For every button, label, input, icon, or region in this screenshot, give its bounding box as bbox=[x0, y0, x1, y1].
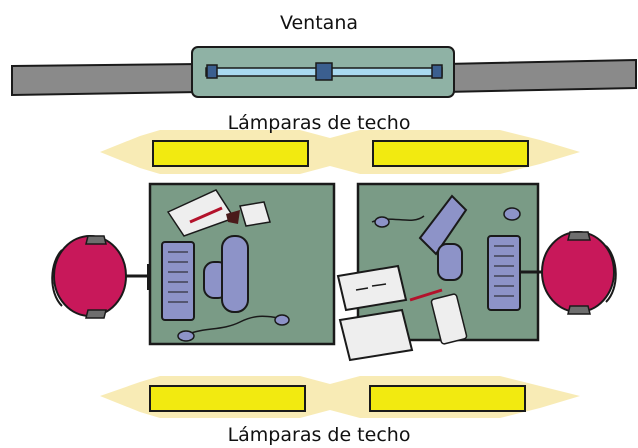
desk-left bbox=[148, 182, 336, 346]
mouse bbox=[274, 314, 290, 326]
window bbox=[191, 46, 455, 98]
desk-right bbox=[336, 182, 540, 362]
chair-left bbox=[51, 235, 149, 319]
keyboard bbox=[487, 235, 521, 311]
papers bbox=[166, 189, 271, 237]
ceiling-lamps-bottom bbox=[100, 376, 580, 418]
window-label: Ventana bbox=[279, 12, 359, 34]
chair-right bbox=[520, 231, 617, 315]
phone bbox=[203, 235, 249, 313]
lamp-top-right bbox=[372, 140, 529, 167]
laptop bbox=[336, 264, 414, 362]
lamp-bottom-left bbox=[149, 385, 306, 412]
lamp-bottom-right bbox=[369, 385, 526, 412]
phone bbox=[418, 194, 468, 281]
ceiling-lamps-top bbox=[100, 130, 580, 174]
keyboard bbox=[161, 241, 195, 321]
ceiling-lamps-bottom-label: Lámparas de techo bbox=[227, 424, 411, 446]
lamp-top-left bbox=[152, 140, 309, 167]
calculator bbox=[430, 293, 468, 345]
ceiling-lamps-top-label: Lámparas de techo bbox=[227, 112, 411, 134]
